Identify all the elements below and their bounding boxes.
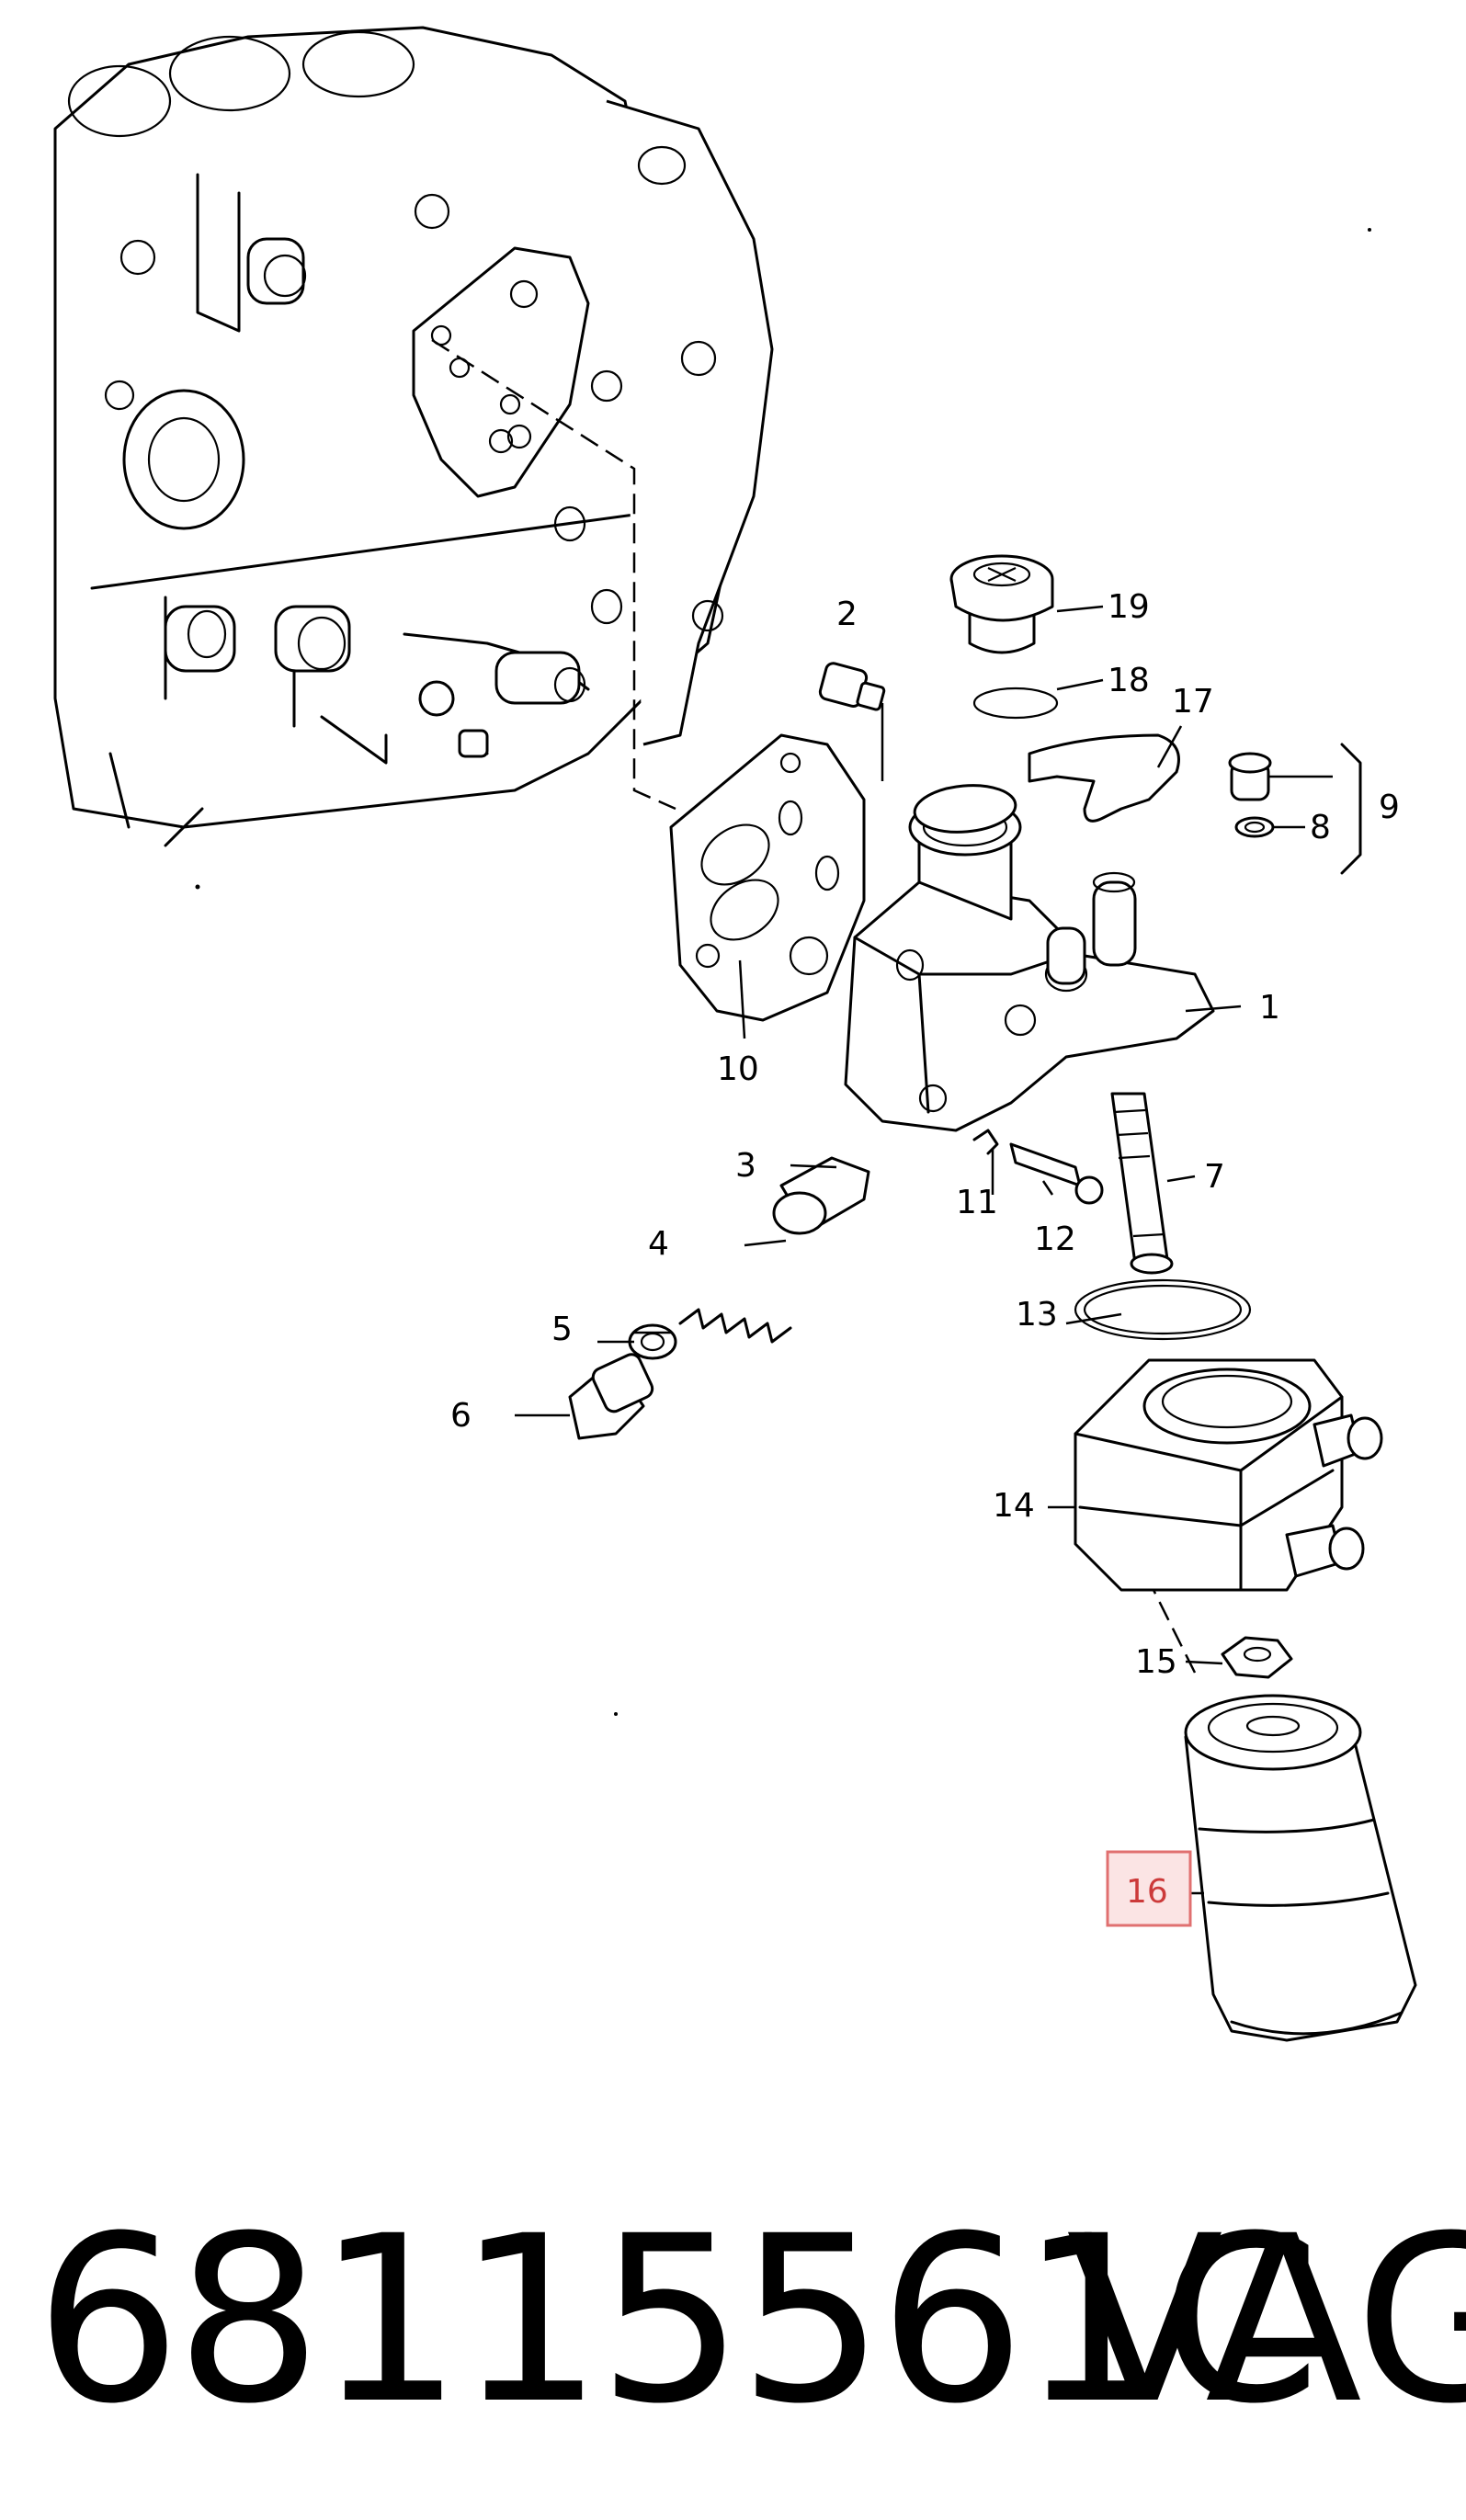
callout-6: 6 <box>450 1397 472 1435</box>
callout-15: 15 <box>1135 1643 1177 1681</box>
callout-3: 3 <box>735 1147 756 1185</box>
oil-cooler <box>1074 1358 1383 1592</box>
callout-5: 5 <box>551 1311 573 1348</box>
callout-labels: 19 18 17 9 8 2 1 10 3 11 12 7 4 13 5 6 1… <box>450 588 1400 1927</box>
callout-17: 17 <box>1172 683 1214 721</box>
callout-7: 7 <box>1204 1158 1225 1196</box>
brand-name: VAG <box>1066 2186 1466 2454</box>
callout-12: 12 <box>1034 1220 1076 1258</box>
callout-18: 18 <box>1108 662 1150 699</box>
callout-4: 4 <box>648 1225 669 1263</box>
callout-8: 8 <box>1310 809 1331 846</box>
callout-10: 10 <box>717 1050 759 1088</box>
callout-13: 13 <box>1016 1296 1058 1334</box>
nut <box>1221 1636 1293 1679</box>
leader-lines <box>515 605 1333 1895</box>
oil-filter <box>1184 1694 1417 2042</box>
callout-11: 11 <box>956 1184 998 1221</box>
callout-9: 9 <box>1379 789 1400 826</box>
oil-filter-housing-gasket <box>669 733 866 1022</box>
callout-1: 1 <box>1259 989 1280 1027</box>
callout-14: 14 <box>993 1487 1035 1525</box>
oil-filter-housing <box>844 784 1215 1132</box>
small-parts <box>568 554 1362 1440</box>
callout-19: 19 <box>1108 588 1150 626</box>
callout-16: 16 <box>1126 1873 1168 1911</box>
exploded-parts-diagram: 19 18 17 9 8 2 1 10 3 11 12 7 4 13 5 6 1… <box>53 26 1417 2042</box>
upper-gasket <box>412 246 590 498</box>
engine-block <box>53 26 774 847</box>
part-number: 68115561C <box>35 2186 1321 2454</box>
callout-2: 2 <box>836 596 858 633</box>
highlight-box <box>1106 1850 1192 1927</box>
